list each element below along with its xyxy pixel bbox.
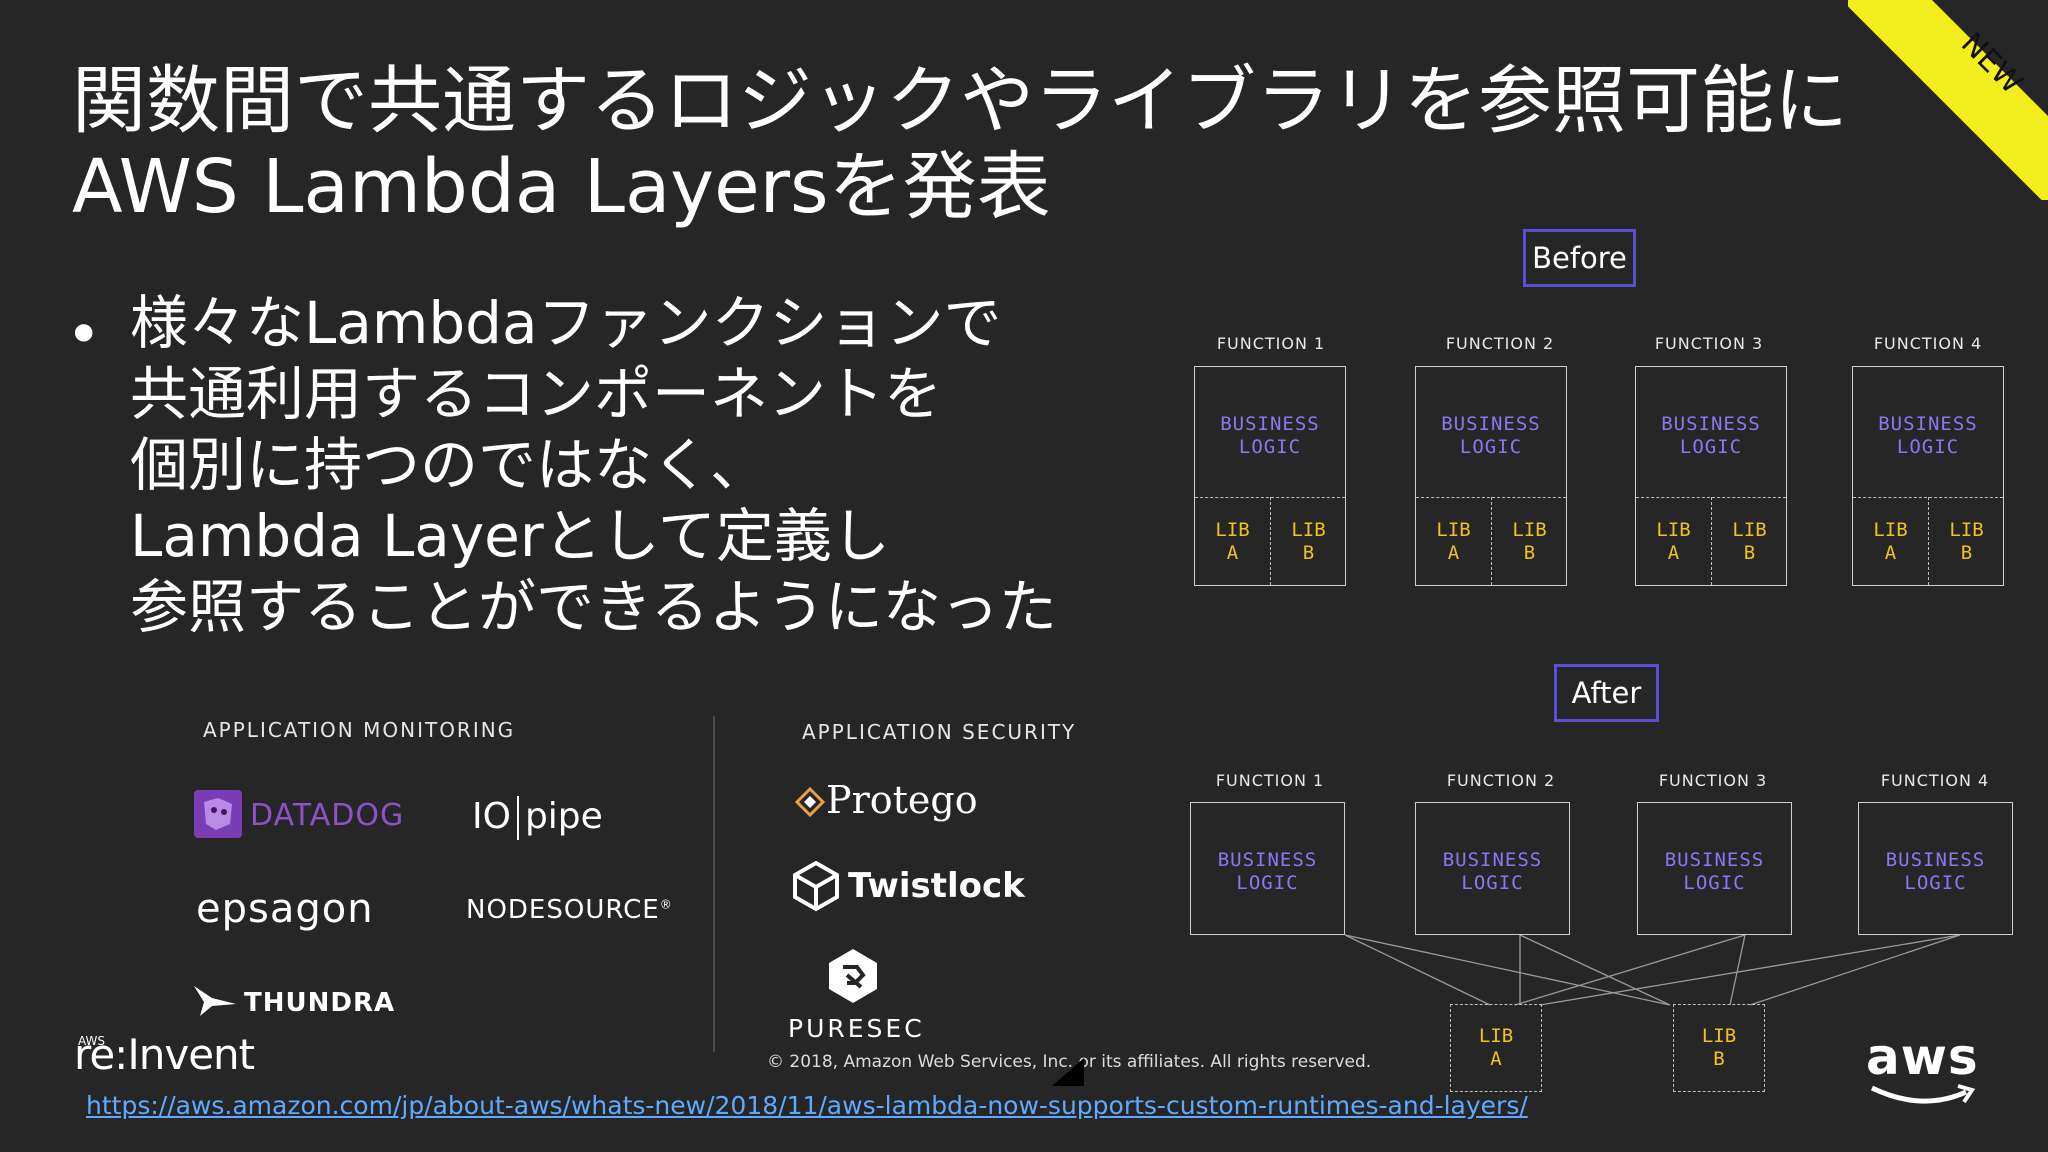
datadog-dog-icon	[194, 790, 242, 838]
business-logic-label: BUSINESS LOGIC	[1885, 849, 1986, 894]
before-tag: Before	[1523, 229, 1636, 287]
lib-a-label: LIB A	[1215, 519, 1250, 564]
after-function-4-label: FUNCTION 4	[1880, 771, 1990, 790]
announcement-link[interactable]: https://aws.amazon.com/jp/about-aws/what…	[86, 1091, 1528, 1120]
business-logic-label: BUSINESS LOGIC	[1878, 413, 1978, 458]
after-function-1-box: BUSINESS LOGIC	[1190, 802, 1345, 935]
iopipe-io: IO	[472, 796, 511, 837]
lib-b-label: LIB B	[1732, 519, 1767, 564]
after-function-2-label: FUNCTION 2	[1446, 771, 1556, 790]
business-logic-label: BUSINESS LOGIC	[1441, 413, 1541, 458]
slide-title: 関数間で共通するロジックやライブラリを参照可能に AWS Lambda Laye…	[72, 58, 1848, 230]
lib-a-label: LIB A	[1436, 519, 1471, 564]
new-ribbon: NEW	[1848, 0, 2048, 200]
bullet-mark: •	[66, 300, 102, 370]
iopipe-logo: IO pipe	[472, 796, 603, 840]
thundra-logo-text: THUNDRA	[244, 988, 396, 1018]
nodesource-logo: NODESOURCE®	[466, 895, 673, 925]
security-heading: APPLICATION SECURITY	[802, 720, 1077, 744]
business-logic-label: BUSINESS LOGIC	[1442, 849, 1543, 894]
before-function-4-box: BUSINESS LOGIC LIB A LIB B	[1852, 366, 2004, 586]
reinvent-aws-small: AWS	[78, 1034, 106, 1048]
before-function-1-label: FUNCTION 1	[1216, 334, 1326, 353]
lib-a-label: LIB A	[1873, 519, 1908, 564]
twistlock-logo-text: Twistlock	[848, 866, 1025, 906]
after-function-3-box: BUSINESS LOGIC	[1637, 802, 1792, 935]
shared-lib-b-box: LIB B	[1673, 1004, 1765, 1092]
before-function-2-label: FUNCTION 2	[1445, 334, 1555, 353]
business-logic-label: BUSINESS LOGIC	[1661, 413, 1761, 458]
datadog-logo-text: DATADOG	[250, 798, 405, 833]
nodesource-registered-mark: ®	[659, 897, 673, 912]
business-logic-label: BUSINESS LOGIC	[1664, 849, 1765, 894]
before-function-3-label: FUNCTION 3	[1654, 334, 1764, 353]
before-function-2-box: BUSINESS LOGIC LIB A LIB B	[1415, 366, 1567, 586]
lib-b-label: LIB B	[1949, 519, 1984, 564]
twistlock-cube-icon	[793, 861, 839, 911]
aws-smile-icon	[1870, 1084, 1976, 1104]
epsagon-logo: epsagon	[196, 886, 374, 932]
bullet-text: 様々なLambdaファンクションで 共通利用するコンポーネントを 個別に持つので…	[130, 289, 1057, 641]
puresec-icon	[829, 949, 877, 1003]
lib-b-label: LIB B	[1291, 519, 1326, 564]
lib-b-label: LIB B	[1701, 1025, 1737, 1070]
protego-logo-text: Protego	[826, 778, 978, 822]
protego-icon	[795, 787, 825, 817]
nodesource-text: NODESOURCE	[466, 895, 660, 925]
after-tag: After	[1554, 664, 1659, 722]
aws-logo-text: aws	[1866, 1028, 1979, 1086]
lib-a-label: LIB A	[1656, 519, 1691, 564]
shared-lib-a-box: LIB A	[1450, 1004, 1542, 1092]
cursor-triangle-icon	[1052, 1058, 1084, 1086]
iopipe-pipe: pipe	[524, 796, 603, 837]
before-function-1-box: BUSINESS LOGIC LIB A LIB B	[1194, 366, 1346, 586]
reinvent-logo: re:Invent	[74, 1030, 255, 1079]
monitoring-heading: APPLICATION MONITORING	[203, 718, 516, 742]
before-function-4-label: FUNCTION 4	[1873, 334, 1983, 353]
lib-b-label: LIB B	[1512, 519, 1547, 564]
business-logic-label: BUSINESS LOGIC	[1220, 413, 1320, 458]
after-function-1-label: FUNCTION 1	[1215, 771, 1325, 790]
after-function-3-label: FUNCTION 3	[1658, 771, 1768, 790]
connector-lines	[1344, 934, 1961, 1006]
copyright-text: © 2018, Amazon Web Services, Inc. or its…	[767, 1052, 1372, 1072]
thundra-bird-icon	[194, 986, 236, 1016]
before-function-3-box: BUSINESS LOGIC LIB A LIB B	[1635, 366, 1787, 586]
after-function-2-box: BUSINESS LOGIC	[1415, 802, 1570, 935]
puresec-logo-text: PURESEC	[788, 1014, 925, 1043]
after-function-4-box: BUSINESS LOGIC	[1858, 802, 2013, 935]
lib-a-label: LIB A	[1478, 1025, 1514, 1070]
business-logic-label: BUSINESS LOGIC	[1217, 849, 1318, 894]
section-divider	[713, 716, 715, 1052]
